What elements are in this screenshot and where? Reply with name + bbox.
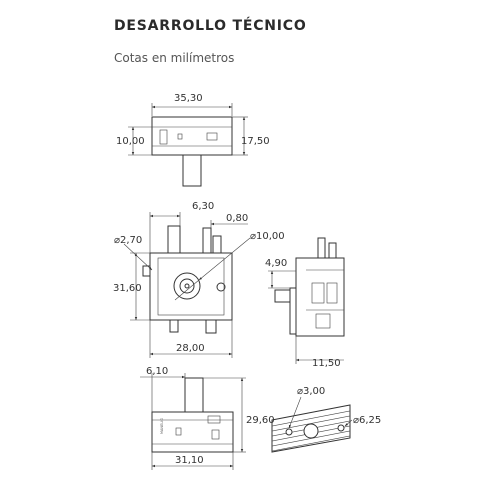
- top-view-terminal: [177, 133, 183, 140]
- bottom-view-terminal: [175, 427, 182, 436]
- front-view-top-terminal: [202, 227, 212, 254]
- front-view-bottom-terminal: [205, 319, 217, 334]
- shaft-outer-circle: [173, 272, 201, 300]
- bottom-view-shaft: [184, 377, 204, 413]
- dim-side-depth: 11,50: [312, 358, 341, 369]
- mounting-hole: [216, 282, 226, 292]
- front-view: 6,30 0,80 ⌀2,70 ⌀10,00 31,60 28,00: [113, 201, 285, 358]
- top-view-body: [151, 116, 233, 156]
- dim-top-height-left: 10,00: [116, 136, 145, 147]
- dim-bottom-shaft-offset: 6,10: [146, 366, 168, 377]
- dim-front-shaft-diameter: ⌀10,00: [250, 231, 285, 242]
- bottom-view-body: [151, 411, 234, 453]
- panel-cutout-view: ⌀3,00 ⌀6,25: [271, 386, 381, 453]
- top-view: 35,30 10,00 17,50: [116, 93, 270, 187]
- shaft-center: [184, 283, 190, 289]
- side-view-flange: [289, 287, 297, 335]
- bottom-view-logo-mark: [207, 415, 221, 424]
- dim-panel-hole-small: ⌀3,00: [297, 386, 325, 397]
- dim-bottom-width: 31,10: [175, 455, 204, 466]
- side-view-top-terminal: [328, 242, 337, 259]
- dim-front-width: 28,00: [176, 343, 205, 354]
- bottom-view-logo-text: MANELIG: [160, 418, 164, 434]
- dim-front-hole-diameter: ⌀2,70: [114, 235, 142, 246]
- side-view-terminal-block: [315, 313, 331, 329]
- bottom-view: MANELIG 6,10 29,60 31,10: [140, 366, 275, 470]
- dim-front-top-gap: 0,80: [226, 213, 248, 224]
- panel-small-hole: [285, 428, 293, 436]
- panel-small-hole-leader: [288, 396, 302, 429]
- side-view-body: [295, 257, 345, 337]
- front-view-top-terminal: [167, 225, 181, 254]
- shaft-diameter-leader: [198, 237, 251, 281]
- page-title: DESARROLLO TÉCNICO: [114, 18, 307, 34]
- side-view-top-terminal: [317, 237, 326, 259]
- side-view-terminal-block: [326, 282, 338, 304]
- dim-top-width: 35,30: [174, 93, 203, 104]
- front-view-bottom-terminal: [169, 319, 179, 333]
- dim-front-top-offset: 6,30: [192, 201, 214, 212]
- panel-small-hole: [337, 424, 345, 432]
- side-view-terminal-block: [311, 282, 325, 304]
- shaft-inner-circle: [179, 278, 195, 294]
- dim-top-height-right: 17,50: [241, 136, 270, 147]
- top-view-logo-mark: [206, 132, 218, 141]
- front-view-top-terminal: [212, 235, 222, 254]
- dim-front-height: 31,60: [113, 283, 142, 294]
- dim-side-flange: 4,90: [265, 258, 287, 269]
- side-view: 4,90 11,50: [265, 237, 345, 369]
- top-view-shaft: [182, 154, 202, 187]
- panel-large-hole-leader: [344, 419, 353, 427]
- page-subtitle: Cotas en milímetros: [114, 51, 235, 65]
- top-view-terminal: [159, 129, 168, 145]
- dim-panel-hole-large: ⌀6,25: [353, 415, 381, 426]
- bottom-view-terminal: [211, 429, 220, 440]
- dim-bottom-height: 29,60: [246, 415, 275, 426]
- side-view-shaft: [274, 289, 291, 303]
- hole-diameter-leader: [123, 243, 153, 271]
- panel-shaft-hole: [303, 423, 319, 439]
- front-view-side-terminal: [142, 265, 151, 277]
